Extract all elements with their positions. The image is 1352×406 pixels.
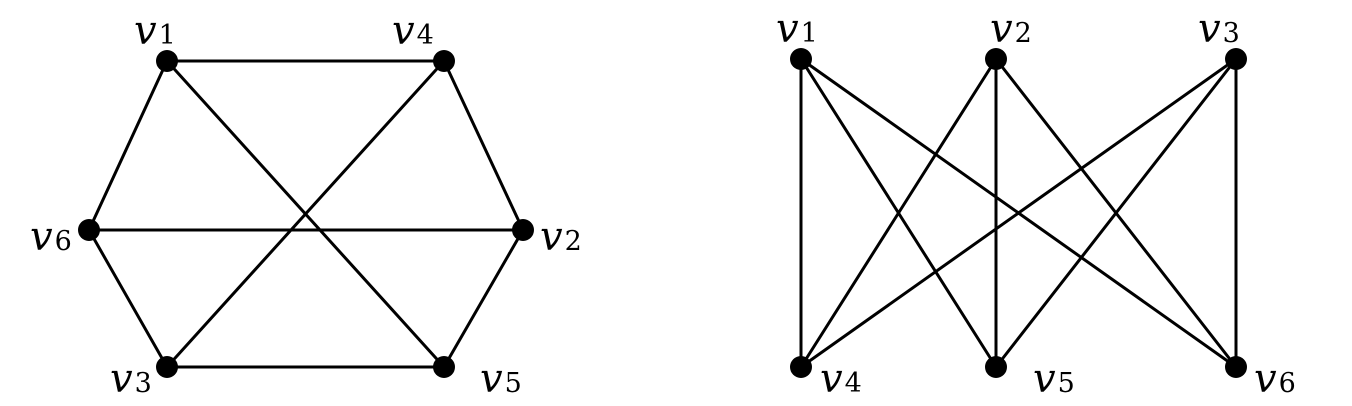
vertex-label-subscript: 4	[417, 20, 434, 51]
vertex-label-letter: v	[776, 6, 799, 52]
vertex-label-subscript: 5	[1058, 368, 1075, 399]
vertex-label-v4: v4	[392, 8, 434, 54]
vertex-label-v6: v6	[1254, 356, 1296, 402]
edge-v3-v6	[87, 228, 169, 369]
vertex-label-subscript: 6	[1279, 368, 1296, 399]
vertex-label-letter: v	[1198, 6, 1221, 52]
vertex-label-letter: v	[820, 356, 843, 402]
vertex-label-subscript: 3	[135, 368, 152, 399]
vertex-label-subscript: 2	[1015, 18, 1032, 49]
vertex-label-v3: v3	[110, 356, 152, 402]
vertex-label-v5: v5	[480, 356, 522, 402]
bipartite-graph-edges	[799, 57, 1238, 369]
vertex-label-letter: v	[30, 214, 53, 260]
vertex-label-v3: v3	[1198, 6, 1240, 52]
vertex-label-v1: v1	[134, 8, 176, 54]
vertex-label-letter: v	[1033, 356, 1056, 402]
vertex-v6	[1225, 356, 1247, 378]
vertex-label-v6: v6	[30, 214, 72, 260]
vertex-v3	[1225, 48, 1247, 70]
vertex-label-letter: v	[990, 6, 1013, 52]
edge-v4-v3	[165, 59, 446, 369]
vertex-label-subscript: 1	[159, 20, 176, 51]
vertex-v3	[156, 356, 178, 378]
vertex-v4	[433, 50, 455, 72]
vertex-v2	[512, 219, 534, 241]
vertex-label-letter: v	[392, 8, 415, 54]
vertex-label-subscript: 6	[55, 226, 72, 257]
vertex-v2	[985, 48, 1007, 70]
vertex-label-letter: v	[134, 8, 157, 54]
vertex-label-letter: v	[540, 214, 563, 260]
edge-v2-v4	[799, 57, 998, 369]
vertex-label-letter: v	[480, 356, 503, 402]
vertex-v6	[78, 219, 100, 241]
edge-v6-v1	[87, 59, 169, 232]
vertex-v4	[790, 356, 812, 378]
edge-v4-v2	[442, 59, 525, 232]
vertex-label-subscript: 4	[845, 368, 862, 399]
vertex-v1	[156, 50, 178, 72]
vertex-label-v2: v2	[990, 6, 1032, 52]
hexagon-graph-edges	[87, 59, 525, 369]
vertex-label-letter: v	[1254, 356, 1277, 402]
vertex-label-v1: v1	[776, 6, 818, 52]
edge-v3-v5	[994, 57, 1238, 369]
vertex-v5	[985, 356, 1007, 378]
vertex-v1	[790, 48, 812, 70]
vertex-label-letter: v	[110, 356, 133, 402]
vertex-label-subscript: 1	[801, 18, 818, 49]
edge-v3-v4	[799, 57, 1238, 369]
vertex-v5	[433, 356, 455, 378]
vertex-label-v2: v2	[540, 214, 582, 260]
hexagon-graph-vertices	[78, 50, 534, 378]
bipartite-graph-vertices	[790, 48, 1247, 378]
edge-v2-v5	[442, 228, 525, 369]
vertex-label-v5: v5	[1033, 356, 1075, 402]
vertex-label-subscript: 3	[1223, 18, 1240, 49]
vertex-label-v4: v4	[820, 356, 862, 402]
vertex-label-subscript: 2	[565, 226, 582, 257]
vertex-label-subscript: 5	[505, 368, 522, 399]
